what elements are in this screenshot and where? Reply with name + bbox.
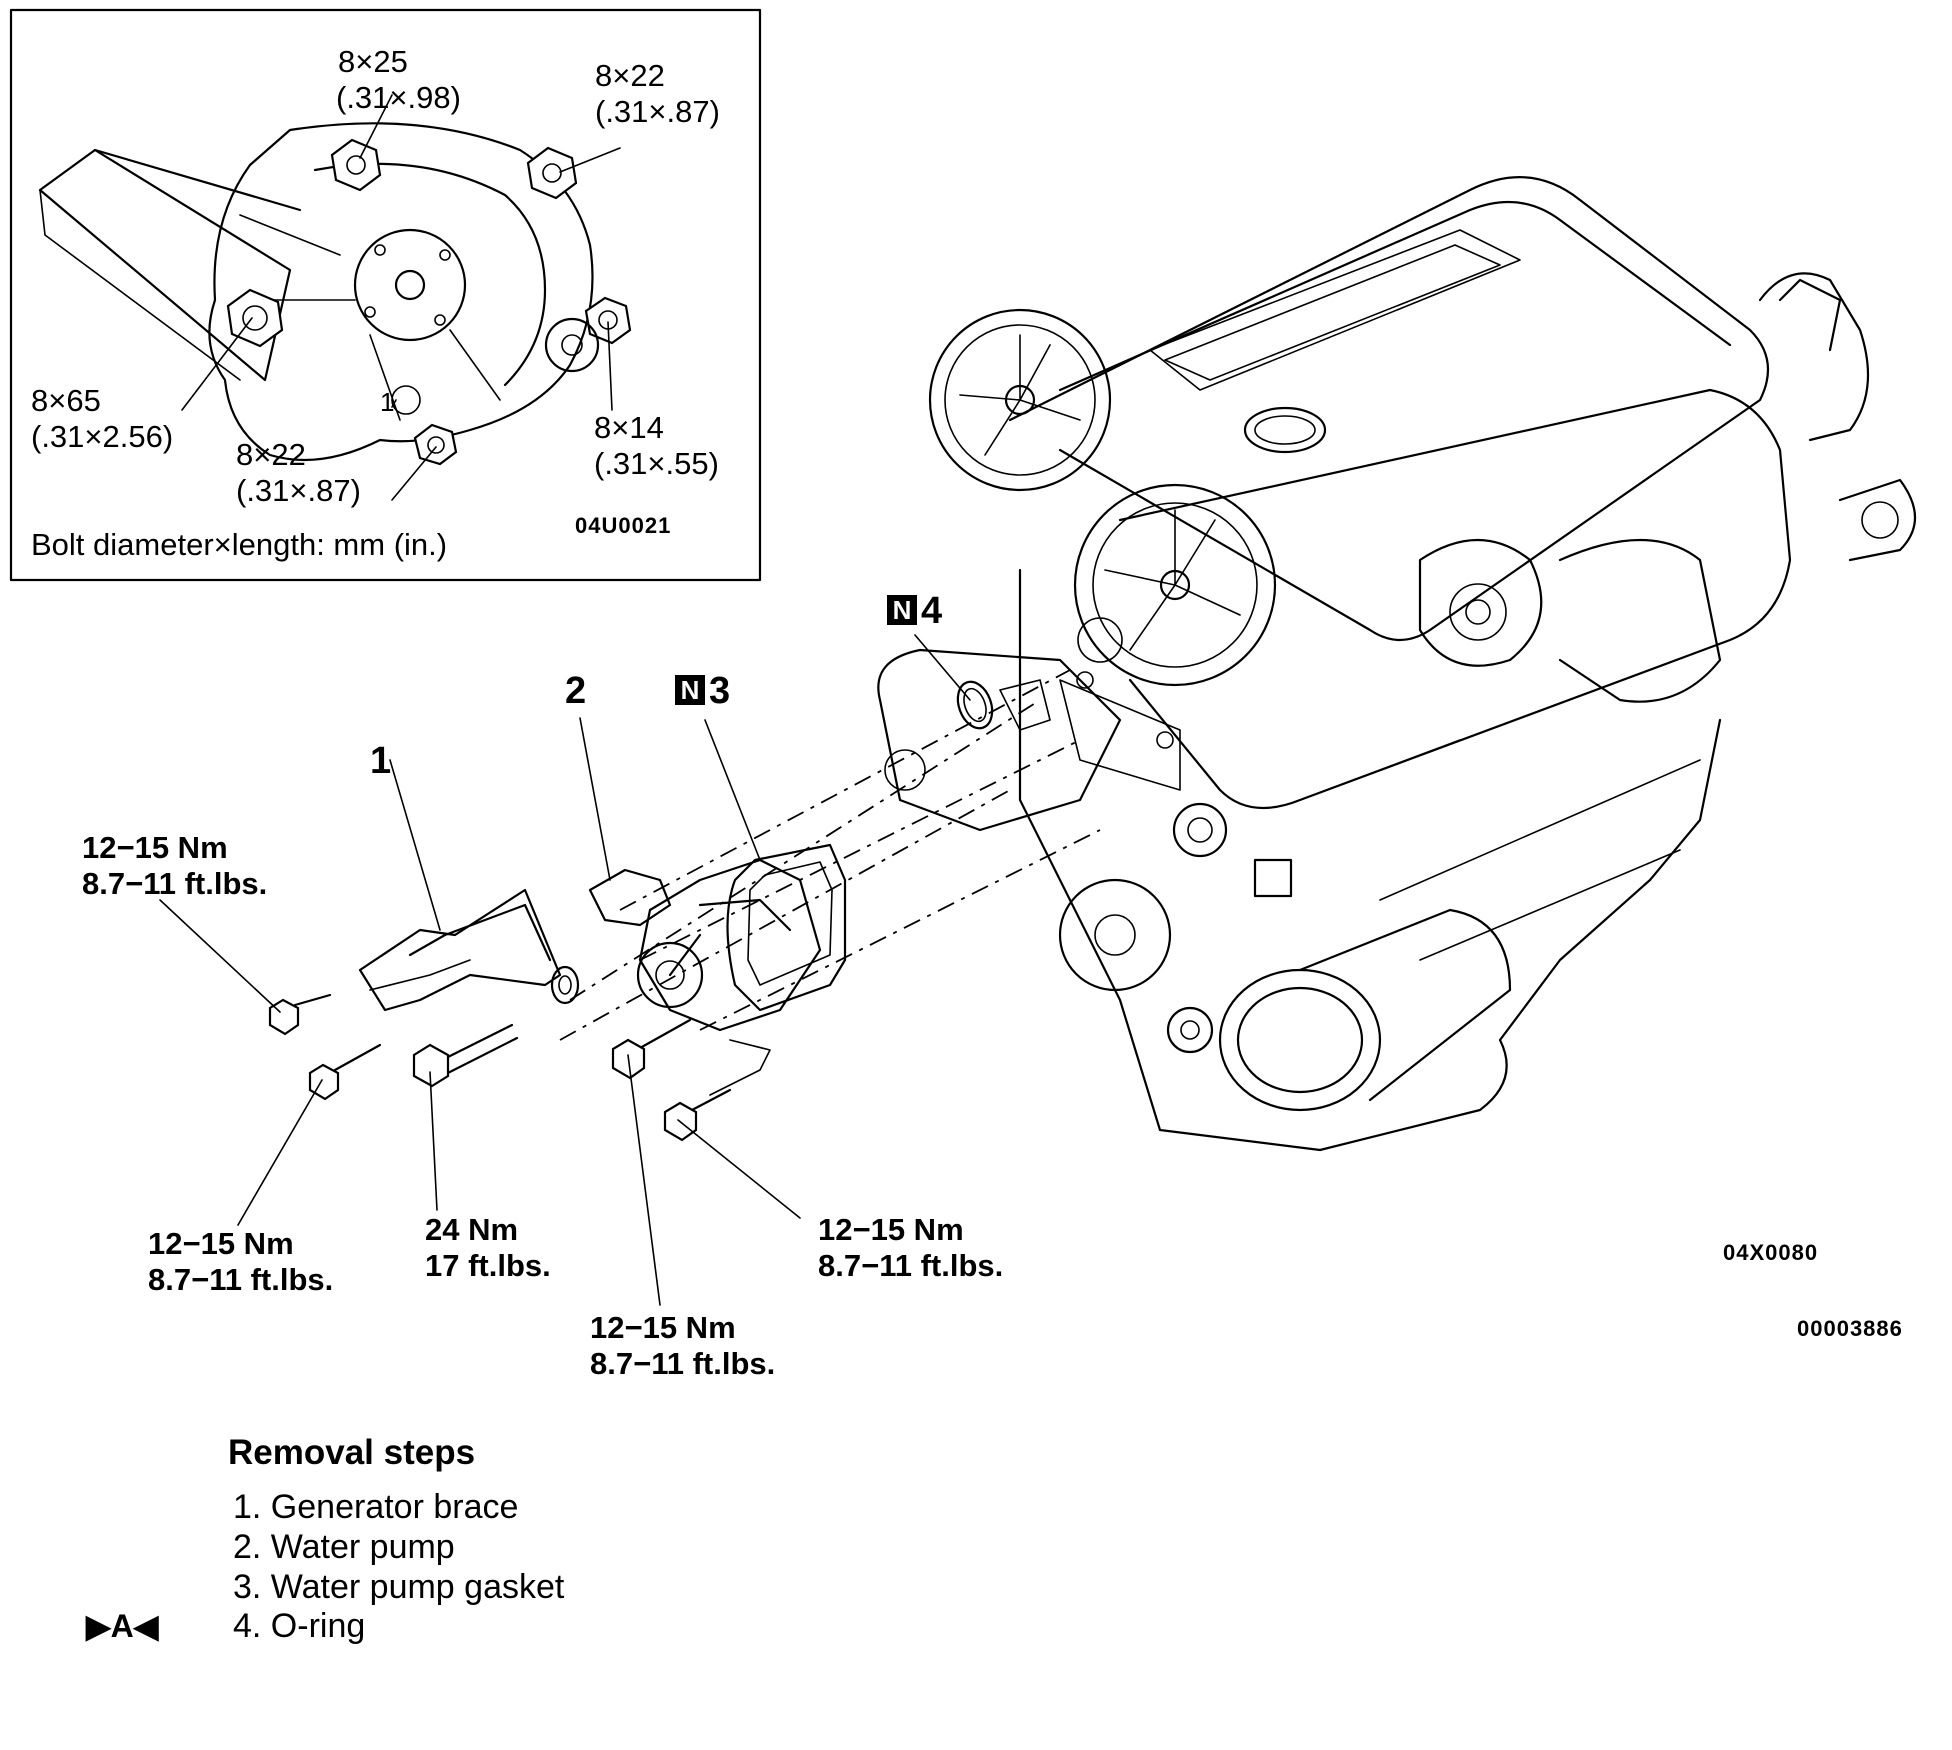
callout-number: 4 xyxy=(921,590,943,632)
torque-ftlbs-label: 8.7−11 ft.lbs. xyxy=(148,1261,334,1297)
callout-1: 1 xyxy=(370,740,392,782)
torque-nm-label: 12−15 Nm xyxy=(818,1212,964,1247)
bolt-size-inches-label: (.31×.87) xyxy=(595,93,720,129)
torque-ftlbs-label: 8.7−11 ft.lbs. xyxy=(818,1247,1004,1283)
bolt-size-inches-label: (.31×.87) xyxy=(236,472,361,508)
bolt-size-label: 8×14 xyxy=(594,410,664,445)
torque-ftlbs-label: 17 ft.lbs. xyxy=(425,1247,551,1283)
torque-brace-top: 12−15 Nm 8.7−11 ft.lbs. xyxy=(82,830,267,901)
bolt-size-label: 8×22 xyxy=(236,437,306,472)
bolt-size-inches-label: (.31×2.56) xyxy=(31,418,174,454)
inset-bolt-8x22-top: 8×22 (.31×.87) xyxy=(595,58,720,129)
inset-bolt-8x14: 8×14 (.31×.55) xyxy=(594,410,719,481)
new-part-badge: N xyxy=(675,675,705,705)
figure-code-doc: 00003886 xyxy=(1797,1316,1903,1341)
bolt-size-inches-label: (.31×.55) xyxy=(594,445,719,481)
inset-caption: Bolt diameter×length: mm (in.) xyxy=(31,527,448,562)
bolt-size-inches-label: (.31×.98) xyxy=(336,79,461,115)
callout-2: 2 xyxy=(565,670,587,712)
water-pump-drawing xyxy=(559,669,1101,1041)
bolt-size-label: 8×22 xyxy=(595,58,665,93)
removal-step-1: 1. Generator brace xyxy=(233,1488,519,1526)
removal-step-3: 3. Water pump gasket xyxy=(233,1568,565,1606)
inset-figure-code: 04U0021 xyxy=(575,513,672,538)
torque-brace-lower: 12−15 Nm 8.7−11 ft.lbs. xyxy=(148,1226,333,1297)
inset-bolt-8x25: 8×25 (.31×.98) xyxy=(336,44,461,115)
inset-bolt-8x22-bottom: 8×22 (.31×.87) xyxy=(236,437,361,508)
torque-pump-center: 12−15 Nm 8.7−11 ft.lbs. xyxy=(590,1310,775,1381)
torque-nm-label: 12−15 Nm xyxy=(82,830,228,865)
callout-number: 3 xyxy=(709,670,731,712)
bolt-size-label: 8×25 xyxy=(338,44,408,79)
removal-steps-title: Removal steps xyxy=(228,1433,476,1472)
figure-code-main: 04X0080 xyxy=(1723,1240,1819,1265)
removal-step-2: 2. Water pump xyxy=(233,1528,455,1566)
inset-water-pump-drawing xyxy=(38,94,632,501)
inset-bolt-8x65: 8×65 (.31×2.56) xyxy=(31,383,173,454)
torque-nm-label: 24 Nm xyxy=(425,1212,519,1247)
new-part-badge: N xyxy=(887,595,917,625)
leader-lines xyxy=(159,634,971,1306)
removal-step-4: 4. O-ring xyxy=(233,1607,366,1645)
inset-frame xyxy=(9,8,762,582)
torque-long-bolt: 24 Nm 17 ft.lbs. xyxy=(425,1212,551,1283)
torque-ftlbs-label: 8.7−11 ft.lbs. xyxy=(82,865,268,901)
torque-pump-right: 12−15 Nm 8.7−11 ft.lbs. xyxy=(818,1212,1003,1283)
bolt-size-label: 8×65 xyxy=(31,383,101,418)
inset-pointer-1: 1 xyxy=(380,387,395,417)
service-point-marker: ▶A◀ xyxy=(86,1608,159,1644)
torque-nm-label: 12−15 Nm xyxy=(590,1310,736,1345)
torque-ftlbs-label: 8.7−11 ft.lbs. xyxy=(590,1345,776,1381)
engine-drawing xyxy=(877,176,1917,1152)
generator-brace-drawing xyxy=(268,888,771,1142)
torque-nm-label: 12−15 Nm xyxy=(148,1226,294,1261)
